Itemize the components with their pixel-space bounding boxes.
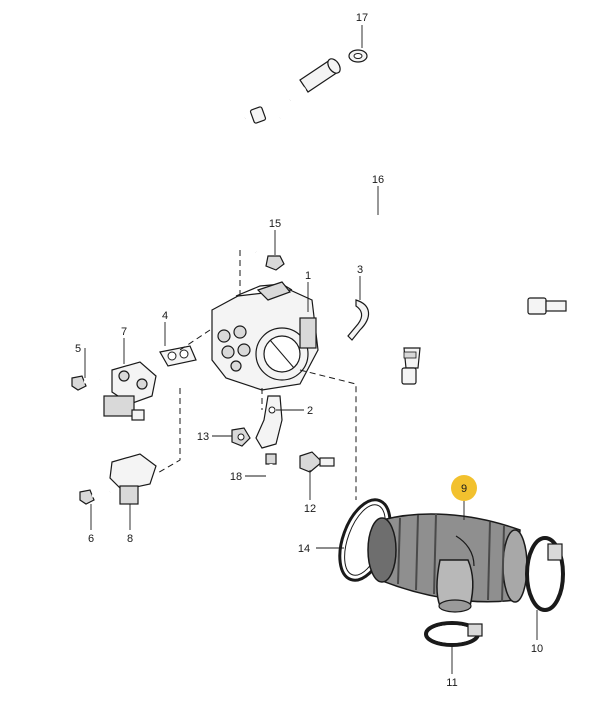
callout-5: 5 — [75, 343, 81, 355]
assembly-lines — [155, 250, 357, 500]
part-8-sensor[interactable] — [109, 453, 157, 505]
callout-labels: 17 16 15 1 3 4 7 5 2 13 18 12 6 8 14 10 … — [75, 12, 543, 689]
leader-lines — [84, 25, 538, 674]
callout-18: 18 — [230, 471, 242, 483]
part-18-screw[interactable] — [265, 453, 277, 480]
part-5-screw[interactable] — [71, 375, 101, 391]
callout-4: 4 — [162, 310, 168, 322]
part-6-screw[interactable] — [79, 489, 111, 505]
callout-8: 8 — [127, 533, 133, 545]
part-4-gasket[interactable] — [159, 345, 197, 367]
part-13-nut[interactable] — [231, 427, 251, 447]
part-17-seal[interactable] — [348, 49, 368, 63]
callout-15: 15 — [269, 218, 281, 230]
part-15-bolt[interactable] — [255, 250, 285, 271]
callout-10: 10 — [531, 643, 543, 655]
callout-14: 14 — [298, 543, 310, 555]
callout-3: 3 — [357, 264, 363, 276]
callout-9: 9 — [461, 483, 467, 495]
callout-2: 2 — [307, 405, 313, 417]
part-12-sensor[interactable] — [299, 451, 335, 473]
part-10-clamp[interactable] — [525, 536, 565, 612]
callout-11: 11 — [446, 677, 457, 689]
highlight-badge — [451, 475, 477, 501]
part-11-clamp[interactable] — [424, 621, 483, 647]
callout-12: 12 — [304, 503, 316, 515]
callout-16: 16 — [372, 174, 384, 186]
callout-6: 6 — [88, 533, 94, 545]
part-1-throttle-body[interactable] — [211, 281, 319, 391]
callout-17: 17 — [356, 12, 368, 24]
callout-7: 7 — [121, 326, 127, 338]
callout-13: 13 — [197, 431, 209, 443]
callout-1: 1 — [305, 270, 311, 282]
part-16-hose[interactable] — [217, 57, 567, 385]
callout-9-badge[interactable]: 9 — [451, 475, 477, 501]
part-9-intake-boot[interactable] — [367, 513, 528, 613]
part-3-clip[interactable] — [347, 299, 370, 341]
part-2-bracket[interactable] — [255, 395, 283, 449]
part-7-idle-valve[interactable] — [103, 361, 157, 421]
